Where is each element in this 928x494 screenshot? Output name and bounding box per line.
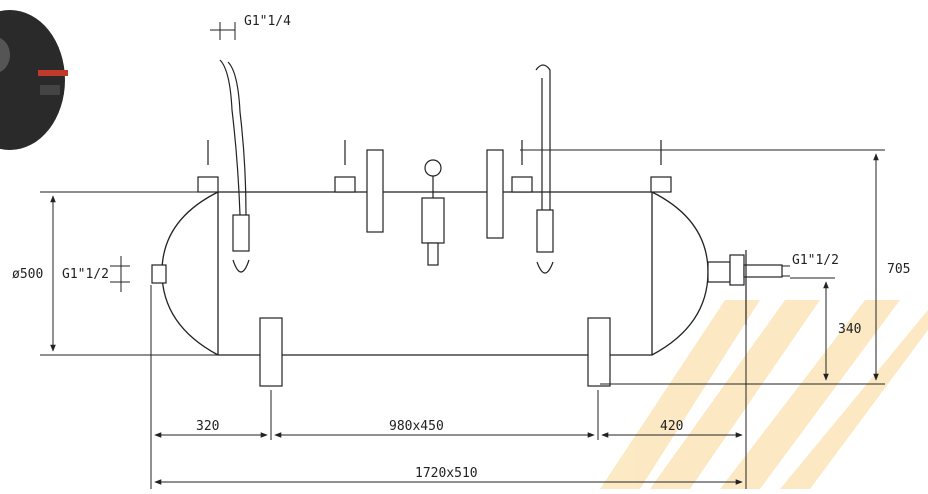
outlet-valve — [707, 250, 783, 325]
compressor-thumbnail — [0, 10, 68, 150]
label-overall: 1720x510 — [415, 466, 478, 481]
dimension-lines — [40, 22, 885, 489]
label-left-offset: 320 — [196, 419, 219, 434]
pressure-gauge-assembly — [421, 159, 445, 266]
right-hose — [535, 64, 554, 274]
watermark-stripes — [600, 300, 928, 489]
label-inlet-top: G1"1/4 — [244, 14, 291, 29]
left-hose — [219, 59, 250, 273]
label-right-offset: 420 — [660, 419, 683, 434]
mounting-plates — [366, 149, 504, 239]
label-side-inlet: G1"1/2 — [62, 267, 109, 282]
label-outlet-height: 340 — [838, 322, 861, 337]
tank-body — [161, 191, 709, 356]
side-inlet — [151, 264, 167, 284]
label-outlet-right: G1"1/2 — [792, 253, 839, 268]
tank-feet — [259, 317, 611, 387]
top-brackets — [197, 140, 672, 193]
label-height-total: 705 — [887, 262, 910, 277]
label-diameter: ø500 — [12, 267, 43, 282]
label-foot-spacing: 980x450 — [389, 419, 444, 434]
